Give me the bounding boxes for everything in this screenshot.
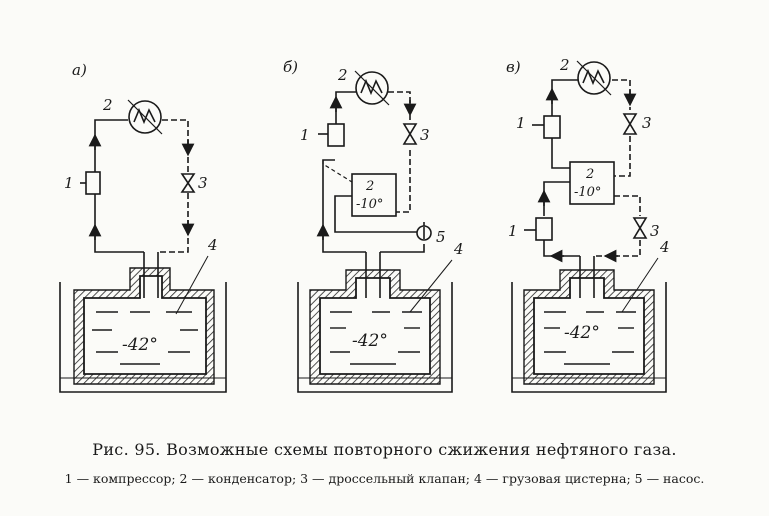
scheme-a-label-compressor: 1 [64, 174, 74, 192]
scheme-c-label-compressor-bottom: 1 [508, 222, 518, 240]
scheme-b-label-tank: 4 [453, 240, 464, 258]
scheme-c-valve-top [622, 113, 638, 135]
scheme-c-box-out [551, 138, 570, 169]
scheme-b-suction-line [322, 159, 366, 253]
scheme-b-label-pump: 5 [436, 228, 446, 246]
scheme-c-box [569, 161, 615, 205]
scheme-c-label-tank: 4 [659, 238, 670, 256]
scheme-a-condenser-line [127, 99, 163, 135]
scheme-a-vessel [59, 282, 227, 393]
scheme-c-box-temp: -10° [574, 185, 601, 200]
scheme-a-liquid [92, 311, 198, 365]
scheme-c-label-valve-top: 3 [642, 114, 652, 132]
scheme-b-label-condenser: 2 [337, 66, 348, 84]
scheme-c-label-compressor-top: 1 [516, 114, 526, 132]
scheme-b-liquid [330, 311, 422, 365]
scheme-a-return-line [158, 119, 189, 253]
scheme-c-valve-bottom [632, 217, 648, 239]
scheme-c-suction-line [543, 240, 580, 257]
scheme-c-label-condenser: 2 [559, 56, 570, 74]
scheme-c-compressor-bottom [535, 217, 553, 241]
scheme-c-low-stage-out [543, 181, 570, 216]
scheme-a-condenser-coil [133, 107, 156, 125]
scheme-b-liquid-line [388, 91, 411, 120]
scheme-b-vessel [297, 282, 453, 393]
scheme-a-letter: а) [72, 61, 87, 79]
scheme-b-box-label: 2 [365, 179, 374, 194]
scheme-b: б) -42° 2 -10° [283, 58, 464, 393]
figure-caption: Рис. 95. Возможные схемы повторного сжиж… [92, 440, 677, 459]
scheme-b-box-temp: -10° [356, 197, 383, 212]
scheme-c-high-stage-out [551, 79, 578, 116]
scheme-b-letter: б) [283, 58, 298, 76]
scheme-b-box [351, 173, 397, 217]
scheme-c-label-valve-bottom: 3 [650, 222, 660, 240]
scheme-c-tank [533, 277, 645, 375]
scheme-b-tank [319, 277, 431, 375]
scheme-a-label-valve: 3 [198, 174, 208, 192]
scheme-c: в) -42° 2 -10° [506, 56, 670, 393]
scheme-b-label-compressor: 1 [300, 126, 310, 144]
scheme-b-tank-temp: -42° [352, 331, 388, 351]
scheme-c-box-label: 2 [585, 167, 594, 182]
scheme-c-letter: в) [506, 58, 521, 76]
scheme-b-label-valve: 3 [420, 126, 430, 144]
scheme-b-compressor [327, 123, 345, 147]
scheme-c-tank-temp: -42° [564, 323, 600, 343]
scheme-a-label-tank: 4 [207, 236, 218, 254]
scheme-c-vessel [511, 282, 667, 393]
scheme-c-compressor-top [543, 115, 561, 139]
figure-legend: 1 — компрессор; 2 — конденсатор; 3 — дро… [64, 471, 705, 486]
scheme-a-tank-temp: -42° [122, 335, 158, 355]
scheme-a-compressor [85, 171, 101, 195]
scheme-a: а) -42° 2 [59, 61, 227, 393]
scheme-c-liquid-line [612, 79, 631, 110]
scheme-b-valve [402, 123, 418, 145]
scheme-a-valve [180, 173, 196, 193]
scheme-a-tank [83, 275, 207, 375]
scheme-a-tank-leader [175, 255, 209, 315]
scheme-c-liquid [544, 311, 636, 365]
scheme-a-suction-line [94, 119, 144, 253]
scheme-a-label-condenser: 2 [102, 96, 113, 114]
